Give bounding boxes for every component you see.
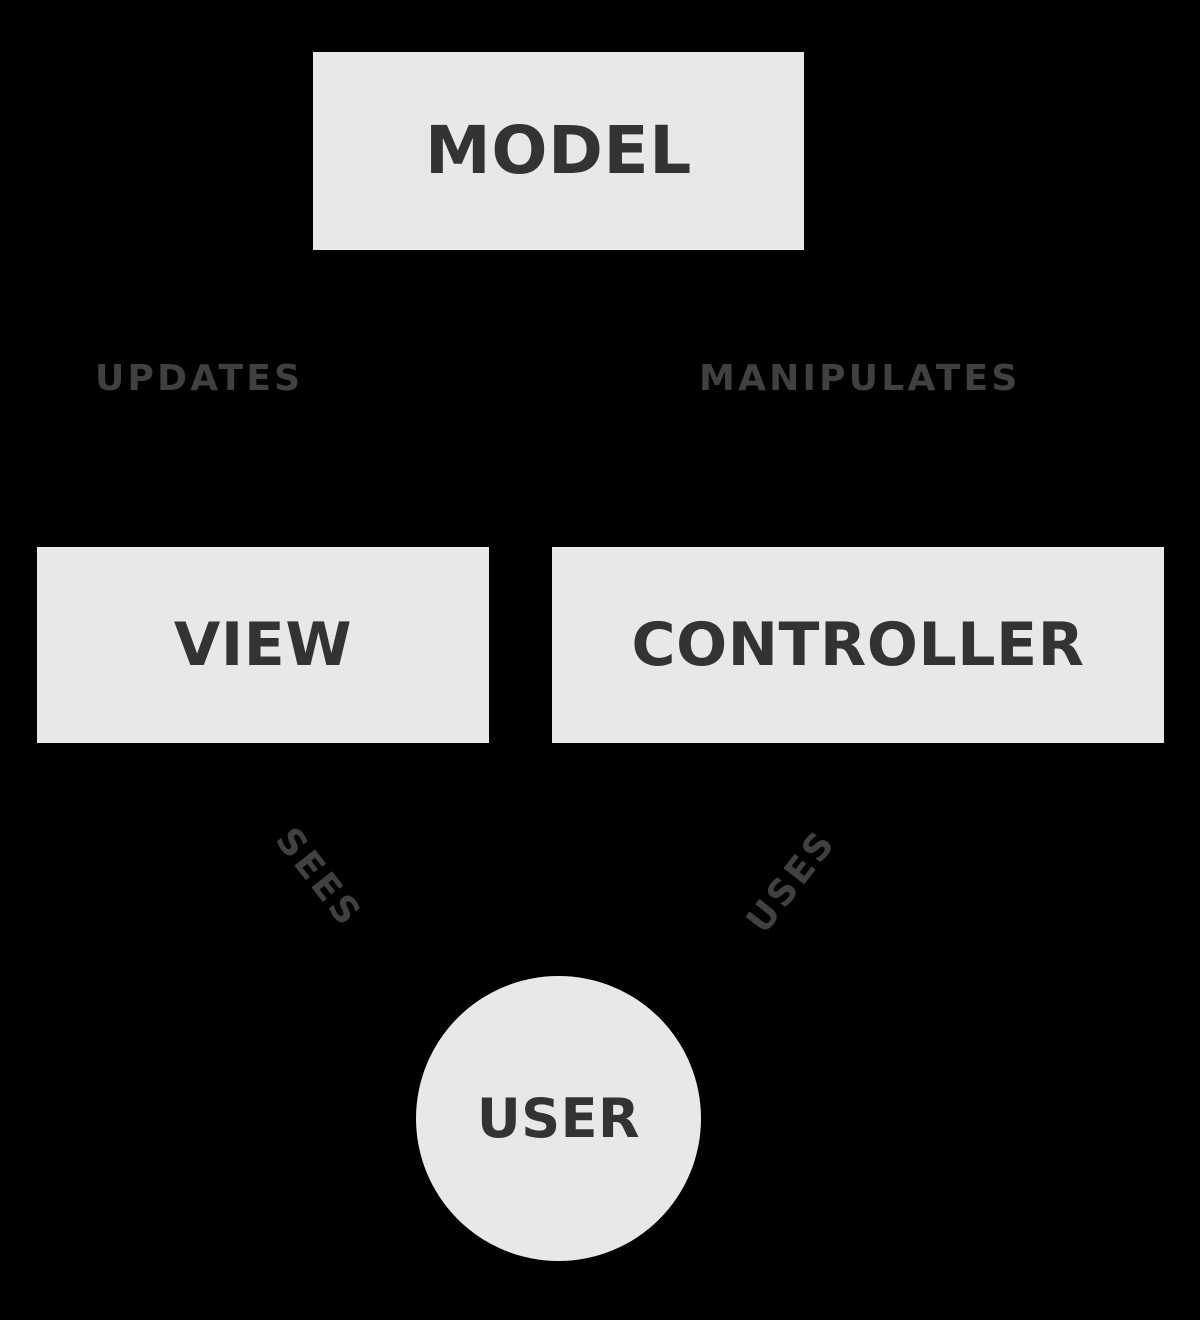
node-model[interactable]: MODEL: [313, 52, 804, 250]
node-user-label: USER: [476, 1086, 641, 1150]
node-view[interactable]: VIEW: [37, 547, 489, 743]
edge-label-updates: UPDATES: [95, 358, 304, 399]
node-controller[interactable]: CONTROLLER: [552, 547, 1164, 743]
node-model-label: MODEL: [424, 112, 692, 189]
edge-label-manipulates: MANIPULATES: [699, 358, 1021, 399]
node-user[interactable]: USER: [416, 976, 701, 1261]
edge-label-uses: USES: [738, 822, 845, 942]
node-view-label: VIEW: [173, 610, 353, 680]
edge-label-sees: SEES: [267, 820, 370, 936]
node-controller-label: CONTROLLER: [631, 610, 1085, 680]
